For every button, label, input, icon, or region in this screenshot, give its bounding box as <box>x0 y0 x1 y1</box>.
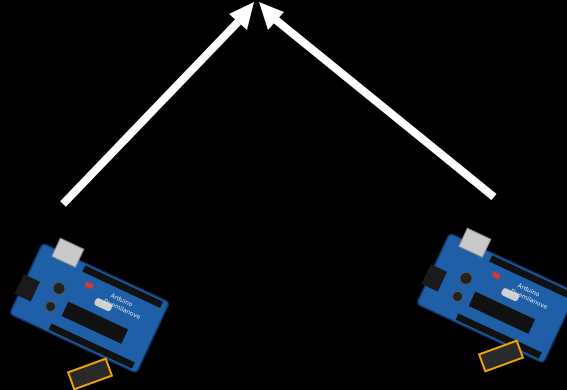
diagram-canvas: Arduino Duemilanove Arduino Duemilanove <box>0 0 567 390</box>
